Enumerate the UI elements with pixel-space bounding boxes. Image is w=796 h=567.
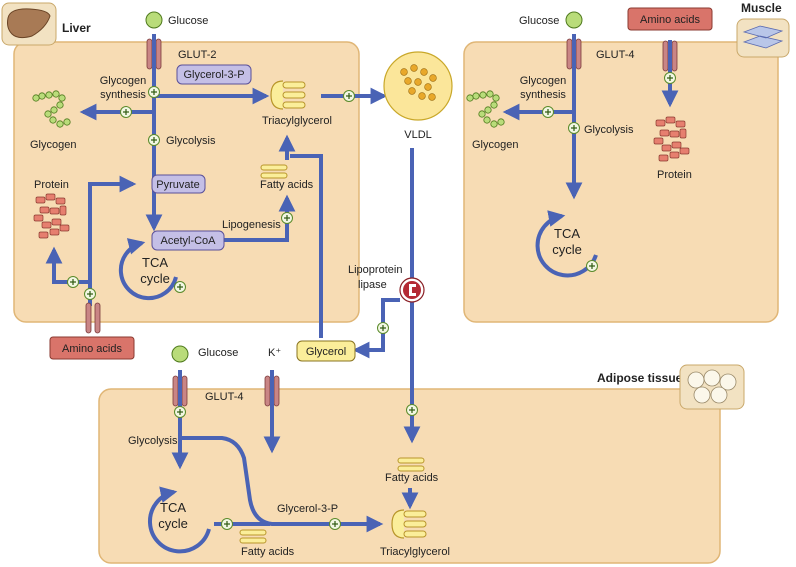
acetyl-coa-label: Acetyl-CoA: [160, 235, 216, 247]
adipose-title: Adipose tissue: [597, 371, 683, 385]
adipose-glycolysis-label: Glycolysis: [128, 435, 178, 447]
adipose-glut4-label: GLUT-4: [205, 391, 244, 403]
adipose-tca-label-2: cycle: [158, 516, 188, 531]
adipose-panel: [98, 388, 721, 564]
muscle-tca-label-1: TCA: [554, 226, 580, 241]
muscle-glucose-label: Glucose: [519, 15, 559, 27]
lipoprotein-lipase-label-1: Lipoprotein: [348, 264, 402, 276]
adipose-fatty-acids-top-label: Fatty acids: [385, 472, 439, 484]
liver-plus-amino-1: [66, 275, 80, 289]
potassium-label: K⁺: [268, 347, 281, 359]
adipose-tca-label-1: TCA: [160, 500, 186, 515]
pyruvate-label: Pyruvate: [156, 179, 199, 191]
liver-tca-cycle: [118, 238, 178, 301]
liver-plus-vldl: [342, 89, 356, 103]
muscle-plus-tca: [585, 259, 599, 273]
muscle-plus-glycogen: [541, 105, 555, 119]
adipose-glucose-molecule: [171, 345, 189, 363]
liver-plus-glycogen: [119, 105, 133, 119]
amino-to-pyruvate-arrow: [88, 175, 137, 306]
adipose-plus-vldl: [405, 403, 419, 417]
liver-tca-label-1: TCA: [142, 255, 168, 270]
adipose-plus-g3p: [328, 517, 342, 531]
liver-triacylglycerol: [270, 80, 306, 110]
liver-glycolysis-label: Glycolysis: [166, 135, 216, 147]
muscle-glut4-label: GLUT-4: [596, 49, 635, 61]
liver-triacylglycerol-label: Triacylglycerol: [262, 115, 332, 127]
adipose-icon: [679, 364, 745, 410]
adipose-glucose-label: Glucose: [198, 347, 238, 359]
adipose-triacylglycerol: [391, 509, 427, 539]
liver-glycogen-synthesis-label-1: Glycogen: [100, 75, 146, 87]
liver-amino-acids-label: Amino acids: [62, 343, 122, 355]
liver-plus-amino-2: [83, 287, 97, 301]
vldl-particle: [383, 51, 453, 121]
muscle-glucose-molecule: [565, 11, 583, 29]
lipogenesis-label: Lipogenesis: [222, 219, 281, 231]
muscle-plus-glycolysis: [567, 121, 581, 135]
muscle-panel: [463, 41, 779, 323]
muscle-amino-acids-label: Amino acids: [640, 14, 700, 26]
liver-glucose-molecule: [145, 11, 163, 29]
adipose-fatty-acids-bottom-label: Fatty acids: [241, 546, 295, 558]
liver-icon: [1, 2, 57, 46]
liver-glucose-label: Glucose: [168, 15, 208, 27]
lipase-plus: [376, 321, 390, 335]
muscle-protein-label: Protein: [657, 169, 692, 181]
muscle-glycogen-synthesis-label-2: synthesis: [520, 89, 566, 101]
glycerol3p-box: [176, 64, 252, 85]
adipose-glycerol3p-label: Glycerol-3-P: [277, 503, 338, 515]
glycerol3p-label: Glycerol-3-P: [183, 69, 244, 81]
glycerol-to-liver-arrow: [290, 154, 323, 338]
muscle-icon: [736, 18, 790, 58]
adipose-plus-fatty: [220, 517, 234, 531]
glycerol-box: [296, 340, 356, 362]
liver-tca-label-2: cycle: [140, 271, 170, 286]
adipose-tca-cycle: [147, 486, 211, 554]
muscle-tca-cycle: [535, 210, 598, 278]
liver-glycogen-synthesis-label-2: synthesis: [100, 89, 146, 101]
liver-plus-glycolysis: [147, 133, 161, 147]
liver-amino-acids-box: [49, 336, 135, 360]
muscle-glycogen-synthesis-label-1: Glycogen: [520, 75, 566, 87]
glycerol-label: Glycerol: [306, 346, 346, 358]
liver-plus-lipogenesis: [280, 211, 294, 225]
muscle-glycolysis-label: Glycolysis: [584, 124, 634, 136]
pyruvate-box: [151, 174, 206, 194]
muscle-amino-acids-box: [627, 7, 713, 31]
muscle-title: Muscle: [741, 1, 782, 15]
liver-glycogen-label: Glycogen: [30, 139, 76, 151]
muscle-glycogen-label: Glycogen: [472, 139, 518, 151]
muscle-tca-label-2: cycle: [552, 242, 582, 257]
adipose-glycerol3p-path: [180, 436, 384, 533]
acetyl-coa-box: [151, 230, 225, 251]
liver-fatty-acids-label: Fatty acids: [260, 179, 314, 191]
glut2-label: GLUT-2: [178, 49, 217, 61]
lipoprotein-lipase-icon: [399, 277, 425, 303]
vldl-label: VLDL: [404, 129, 432, 141]
adipose-triacylglycerol-label: Triacylglycerol: [380, 546, 450, 558]
liver-plus-glucose: [147, 85, 161, 99]
lipoprotein-lipase-label-2: lipase: [358, 279, 387, 291]
muscle-plus-amino: [663, 71, 677, 85]
liver-protein-label: Protein: [34, 179, 69, 191]
liver-plus-tca: [173, 280, 187, 294]
liver-title: Liver: [62, 21, 91, 35]
adipose-plus-glycolysis: [173, 405, 187, 419]
